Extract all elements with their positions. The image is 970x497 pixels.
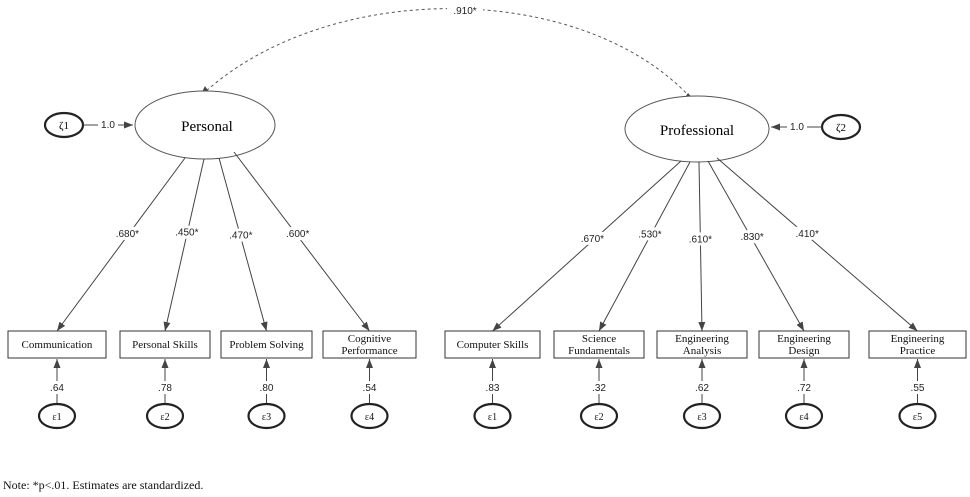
professional-5-error-var-bg (906, 381, 929, 394)
professional-4-error-variance: .72 (797, 383, 811, 394)
personal-3-error-var-bg (255, 381, 278, 394)
covariance-path (204, 8, 691, 98)
personal-1-error-variance: .64 (50, 383, 64, 394)
personal-1-error-var-bg (46, 381, 68, 394)
personal-3-loading-label-bg (224, 228, 257, 242)
professional-3-error-term (682, 402, 722, 430)
personal-2-error-label: ε2 (160, 412, 169, 423)
professional-1-error-label: ε1 (488, 412, 497, 423)
professional-2-error-term (579, 402, 619, 430)
personal-3-indicator-box (220, 330, 313, 359)
professional-3-loading-label: .610* (689, 234, 712, 245)
personal-3-indicator-label: Problem Solving (229, 339, 304, 351)
zeta1-path-label: 1.0 (101, 120, 115, 131)
personal-4-error-term (350, 402, 389, 430)
zeta2-path-label: 1.0 (790, 122, 804, 133)
personal-4-indicator-box (322, 330, 417, 359)
personal-2-loading-path (163, 158, 205, 332)
professional-3-loading-label-bg (684, 232, 717, 246)
professional-5-error-label: ε5 (913, 412, 922, 423)
personal-2-indicator-box (119, 330, 211, 359)
professional-5-indicator-box (868, 330, 967, 359)
personal-3-loading-label: .470* (229, 231, 252, 242)
footnote: Note: *p<.01. Estimates are standardized… (3, 478, 204, 492)
professional-2-loading-label: .530* (638, 229, 661, 240)
personal-3-error-term (247, 402, 286, 430)
personal-1-loading-path (56, 157, 186, 332)
professional-1-error-variance: .83 (486, 383, 500, 394)
personal-2-error-term (145, 402, 185, 430)
professional-3-loading-path (698, 161, 706, 332)
professional-2-indicator-label-line1: Science (582, 333, 616, 345)
professional-5-indicator-label-line1: Engineering (891, 333, 945, 345)
personal-4-error-variance: .54 (363, 383, 377, 394)
professional-4-error-label: ε4 (799, 412, 808, 423)
personal-2-loading-label: .450* (175, 228, 198, 239)
professional-2-indicator-box (553, 330, 645, 359)
professional-1-loading-path (492, 160, 682, 332)
professional-4-loading-label-bg (736, 230, 769, 244)
professional-5-loading-path (716, 157, 918, 332)
professional-1-indicator-label: Computer Skills (457, 339, 529, 351)
professional-1-error-var-bg (481, 381, 504, 394)
personal-1-indicator-label: Communication (22, 339, 93, 351)
personal-1-error-term (37, 402, 77, 430)
latent-professional-label: Professional (660, 123, 734, 139)
latent-personal-label: Personal (181, 119, 233, 135)
professional-5-error-variance: .55 (911, 383, 925, 394)
personal-1-error-label: ε1 (52, 412, 61, 423)
disturbance-zeta1-label: ζ1 (59, 120, 69, 132)
sem-diagram: .910* Personal Professional ζ1 1.0 ζ2 1.… (7, 4, 967, 430)
personal-4-error-var-bg (358, 381, 381, 394)
personal-4-error-label: ε4 (365, 412, 374, 423)
professional-3-indicator-box (656, 330, 748, 359)
personal-4-loading-label: .600* (286, 229, 309, 240)
personal-3-error-variance: .80 (260, 383, 274, 394)
personal-4-loading-label-bg (281, 227, 314, 241)
professional-3-error-label: ε3 (697, 412, 706, 423)
personal-3-loading-path (218, 157, 268, 332)
professional-4-indicator-box (758, 330, 850, 359)
professional-1-indicator-box (444, 330, 541, 359)
indicator-group: .680* Communication .64 ε1 .450* Personal Ski… (7, 151, 967, 430)
personal-2-error-var-bg (154, 381, 176, 394)
professional-5-indicator-label-line2: Practice (900, 345, 936, 357)
professional-2-error-variance: .32 (592, 383, 606, 394)
professional-1-error-term (473, 402, 512, 430)
professional-5-loading-label-bg (791, 226, 824, 240)
professional-1-loading-label: .670* (581, 234, 604, 245)
personal-2-indicator-label: Personal Skills (132, 339, 198, 351)
professional-3-indicator-label-line2: Analysis (683, 345, 722, 357)
professional-3-indicator-label-line1: Engineering (675, 333, 729, 345)
covariance-label: .910* (453, 6, 476, 17)
professional-4-indicator-label-line1: Engineering (777, 333, 831, 345)
personal-2-loading-label-bg (170, 225, 203, 239)
personal-4-loading-path (233, 151, 370, 332)
latent-professional (624, 95, 770, 163)
professional-4-error-var-bg (793, 381, 815, 394)
professional-2-error-var-bg (588, 381, 610, 394)
professional-2-loading-path (598, 161, 691, 332)
disturbance-zeta2-label: ζ2 (836, 122, 846, 134)
personal-1-loading-label: .680* (116, 229, 139, 240)
professional-4-error-term (784, 402, 824, 430)
professional-2-indicator-label-line2: Fundamentals (568, 345, 630, 357)
personal-1-loading-label-bg (111, 226, 144, 240)
professional-3-error-variance: .62 (695, 383, 709, 394)
personal-2-error-variance: .78 (158, 383, 172, 394)
professional-2-error-label: ε2 (594, 412, 603, 423)
personal-3-error-label: ε3 (262, 412, 271, 423)
professional-3-error-var-bg (691, 381, 713, 394)
professional-4-indicator-label-line2: Design (788, 345, 820, 357)
latent-personal (134, 90, 276, 160)
professional-5-error-term (898, 402, 937, 430)
personal-4-indicator-label-line1: Cognitive (348, 333, 392, 345)
professional-5-loading-label: .410* (796, 229, 819, 240)
professional-1-loading-label-bg (576, 231, 609, 245)
personal-1-indicator-box (7, 330, 107, 359)
professional-2-loading-label-bg (633, 227, 666, 241)
professional-4-loading-path (707, 160, 805, 332)
professional-4-loading-label: .830* (740, 232, 763, 243)
personal-4-indicator-label-line2: Performance (341, 345, 397, 357)
